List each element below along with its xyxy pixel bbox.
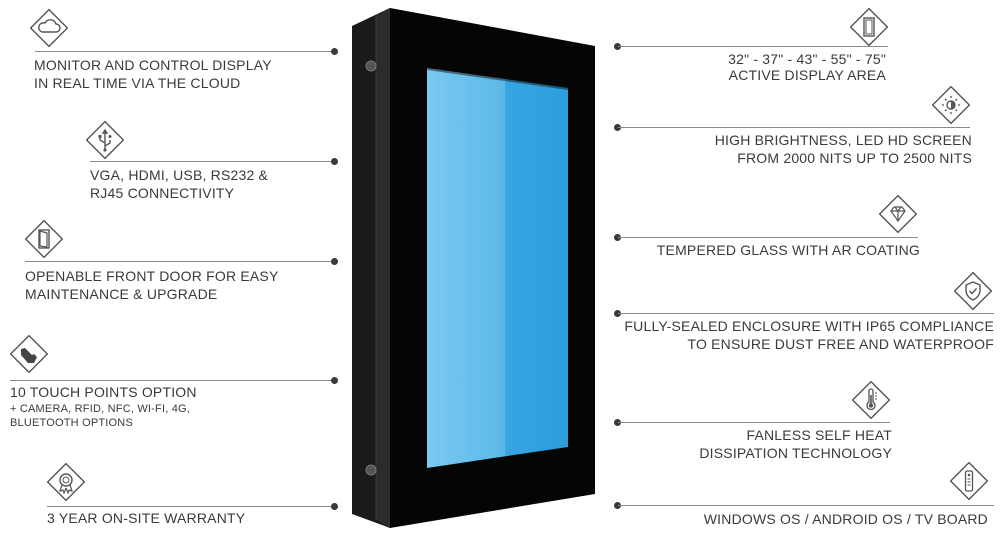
connector-line [618,46,888,47]
connector-dot [614,419,621,426]
thermometer-icon [852,381,890,419]
feature-text-line: FANLESS SELF HEAT [746,427,892,443]
connector-dot [331,503,338,510]
connector-dot [331,258,338,265]
feature-text-line: TO ENSURE DUST FREE AND WATERPROOF [687,336,994,352]
cloud-icon [30,9,68,47]
feature-warranty: 3 YEAR ON-SITE WARRANTY [0,460,345,530]
connector-dot [331,158,338,165]
display-screen [427,68,568,468]
connector-line [618,422,890,423]
diamond-icon [879,195,917,233]
feature-text-line: OPENABLE FRONT DOOR FOR EASY [25,268,279,284]
feature-text-line: MAINTENANCE & UPGRADE [25,286,218,302]
feature-text-line: VGA, HDMI, USB, RS232 & [90,167,269,183]
outdoor-kiosk-display [350,6,598,536]
feature-text-line: WINDOWS OS / ANDROID OS / TV BOARD [703,511,988,527]
shield-check-icon [954,272,992,310]
connector-line [618,313,994,314]
feature-text-line: 3 YEAR ON-SITE WARRANTY [47,510,246,526]
feature-cloud-monitoring: MONITOR AND CONTROL DISPLAY IN REAL TIME… [0,0,345,95]
connector-line [90,161,335,162]
connector-line [47,506,335,507]
feature-fanless: FANLESS SELF HEAT DISSIPATION TECHNOLOGY [610,375,1008,465]
connector-line [618,127,970,128]
feature-text-line: TEMPERED GLASS WITH AR COATING [656,242,920,258]
feature-text-line: 10 TOUCH POINTS OPTION [10,384,197,400]
door-icon [25,220,63,258]
feature-connectivity: VGA, HDMI, USB, RS232 & RJ45 CONNECTIVIT… [0,110,345,205]
touch-hand-icon [10,335,48,373]
connector-dot [331,48,338,55]
connector-dot [614,234,621,241]
feature-front-door: OPENABLE FRONT DOOR FOR EASY MAINTENANCE… [0,215,345,310]
feature-subtext-line: + CAMERA, RFID, NFC, WI-FI, 4G, [10,403,191,415]
feature-text-line: MONITOR AND CONTROL DISPLAY [34,57,272,73]
feature-text-line: HIGH BRIGHTNESS, LED HD SCREEN [714,132,972,148]
feature-text-line: ACTIVE DISPLAY AREA [728,67,886,83]
connector-line [25,261,335,262]
usb-icon [86,121,124,159]
feature-touch-points: 10 TOUCH POINTS OPTION + CAMERA, RFID, N… [0,335,345,435]
connector-line [10,380,335,381]
connector-dot [331,377,338,384]
brightness-icon [932,86,970,124]
feature-text-line: DISSIPATION TECHNOLOGY [699,445,892,461]
display-size-icon [850,8,888,46]
warranty-badge-icon [47,463,85,501]
connector-dot [614,43,621,50]
side-bolt [365,60,377,72]
feature-text-line: RJ45 CONNECTIVITY [90,185,235,201]
feature-subtext-line: BLUETOOTH OPTIONS [10,417,133,429]
connector-dot [614,124,621,131]
feature-tempered-glass: TEMPERED GLASS WITH AR COATING [610,190,1008,270]
connector-line [35,51,335,52]
feature-sealed-enclosure: FULLY-SEALED ENCLOSURE WITH IP65 COMPLIA… [610,265,1008,360]
feature-text-line: FULLY-SEALED ENCLOSURE WITH IP65 COMPLIA… [624,318,994,334]
connector-dot [614,310,621,317]
feature-text-line: FROM 2000 NITS UP TO 2500 NITS [737,150,972,166]
connector-line [618,505,994,506]
side-bolt [365,464,377,476]
feature-display-size: 32" - 37" - 43" - 55" - 75" ACTIVE DISPL… [610,0,1008,90]
connector-line [618,237,918,238]
feature-text-line: 32" - 37" - 43" - 55" - 75" [728,51,886,67]
connector-dot [614,502,621,509]
feature-operating-system: WINDOWS OS / ANDROID OS / TV BOARD [610,460,1008,540]
feature-brightness: HIGH BRIGHTNESS, LED HD SCREEN FROM 2000… [610,85,1008,175]
feature-text-line: IN REAL TIME VIA THE CLOUD [34,75,241,91]
remote-control-icon [950,462,988,500]
